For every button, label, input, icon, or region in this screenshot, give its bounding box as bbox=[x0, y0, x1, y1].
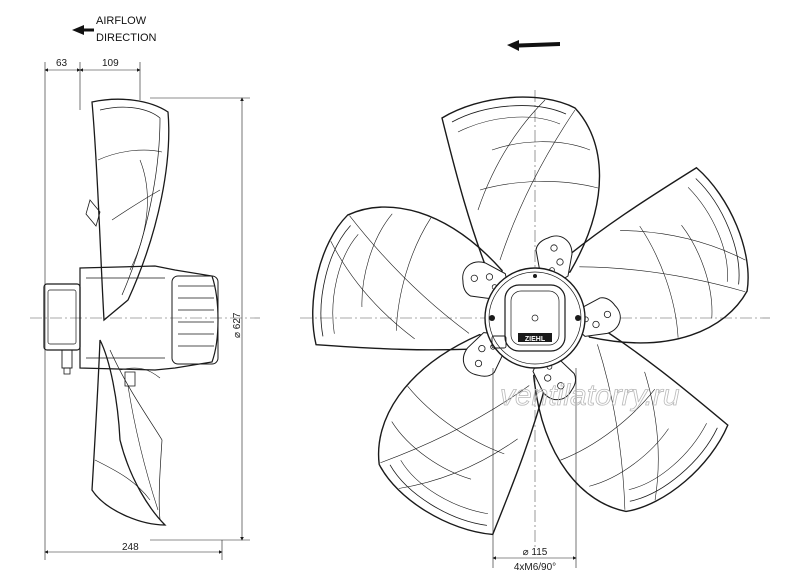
front-view bbox=[295, 40, 770, 568]
airflow-label-line2: DIRECTION bbox=[96, 32, 157, 44]
watermark: ventilatorry.ru bbox=[500, 379, 680, 412]
dimension-overall-length: 248 bbox=[122, 542, 139, 553]
airflow-direction-label: AIRFLOW DIRECTION bbox=[72, 15, 157, 44]
arrow-left-icon bbox=[507, 40, 560, 51]
dimension-hub-depth: 63 bbox=[56, 58, 68, 69]
side-view bbox=[30, 62, 260, 560]
dimension-diameter: ⌀ 627 bbox=[232, 312, 243, 338]
airflow-label-line1: AIRFLOW bbox=[96, 15, 147, 27]
dimension-hub-diameter: ⌀ 115 bbox=[523, 547, 548, 558]
dimension-mounting: 4xM6/90° bbox=[514, 562, 556, 573]
dimension-blade-depth: 109 bbox=[102, 58, 119, 69]
arrow-left-icon bbox=[72, 25, 94, 35]
brand-badge: ZIEHL bbox=[525, 336, 546, 343]
blade bbox=[441, 96, 601, 291]
